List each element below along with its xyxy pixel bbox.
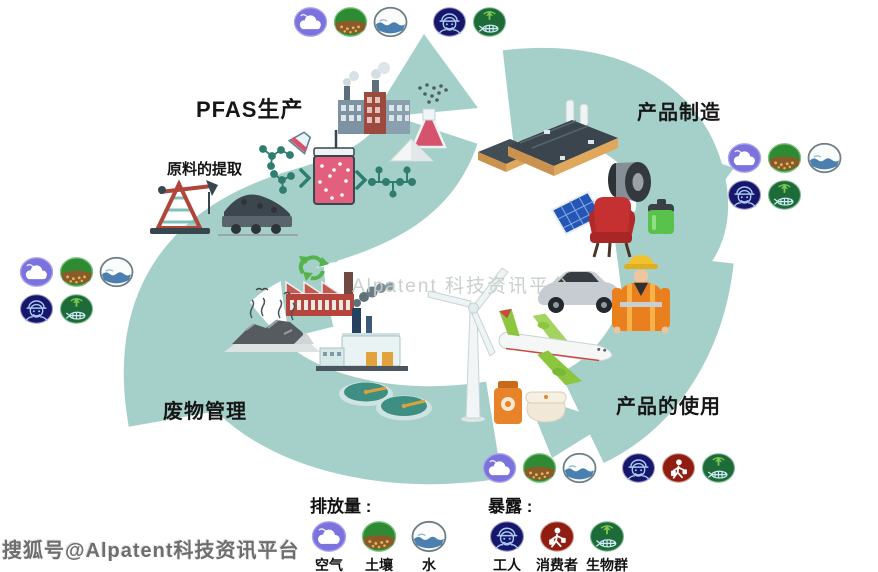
worker-icon (620, 452, 657, 484)
legend-item-worker: 工人 (484, 520, 530, 572)
legend-emissions-group: 排放量 : 空气 土壤 水 (306, 492, 452, 572)
waste-management-label: 废物管理 (163, 401, 247, 423)
legend-label-soil: 土壤 (365, 557, 393, 572)
biota-icon (700, 452, 737, 484)
legend-label-consumer: 消费者 (536, 557, 578, 572)
manufacturing-arrow (502, 47, 734, 310)
waste-exposure-group (18, 293, 135, 325)
legend: 排放量 : 空气 土壤 水 暴露 : 工人消费者生物群 (306, 492, 630, 572)
reaction-beaker-icon (313, 130, 355, 205)
polymer-chain-icon (368, 166, 416, 198)
particle-cloud-icon (418, 83, 448, 104)
legend-label-worker: 工人 (493, 557, 521, 572)
legend-exposure-title: 暴露 : (488, 497, 533, 516)
safety-worker-icon (612, 255, 670, 334)
wind-turbine-icon (427, 267, 509, 422)
air-icon (481, 452, 518, 484)
manufacturing-icon-cluster (726, 142, 843, 211)
manufacturing-emissions-group (726, 142, 843, 174)
chevron-1-icon (299, 168, 312, 188)
use-emissions-group (481, 452, 598, 484)
wire-spool-icon (608, 162, 651, 202)
waste-icon-cluster (18, 256, 135, 325)
coal-cart-icon (218, 194, 298, 236)
use-icon-cluster (481, 452, 737, 484)
soil-icon (58, 256, 95, 288)
car-icon (538, 271, 622, 313)
raw-extraction-label: 原料的提取 (167, 161, 243, 178)
use-exposure-group (620, 452, 737, 484)
biota-icon (471, 6, 508, 38)
consumer-icon (660, 452, 697, 484)
manufacturing-exposure-group (726, 179, 843, 211)
oil-derrick-icon (150, 179, 218, 234)
legend-exposure-group: 暴露 : 工人消费者生物群 (484, 492, 630, 572)
cosmetics-icon (494, 381, 567, 424)
legend-item-biota: 生物群 (584, 520, 630, 572)
pouring-flask-icon (287, 131, 312, 155)
airplane-icon (498, 308, 613, 386)
legend-label-water: 水 (422, 557, 436, 572)
production-icon-cluster (292, 6, 508, 38)
powder-pile-icon (388, 138, 435, 162)
consumer-icon (538, 520, 576, 553)
biota-icon (766, 179, 803, 211)
treatment-tanks-icon (339, 382, 432, 421)
worker-icon (18, 293, 55, 325)
soil-icon (360, 520, 398, 553)
production-exposure-group (431, 6, 508, 38)
soil-icon (332, 6, 369, 38)
legend-label-air: 空气 (315, 557, 343, 572)
soil-icon (521, 452, 558, 484)
product-use-label: 产品的使用 (616, 396, 721, 418)
chevron-2-icon (355, 170, 368, 190)
production-label: PFAS生产 (196, 97, 304, 122)
armchair-icon (588, 197, 636, 258)
molecules-icon (259, 145, 295, 194)
bottom-left-watermark: 搜狐号@Alpatent科技资讯平台 (2, 540, 300, 562)
air-icon (292, 6, 329, 38)
factory-icon (338, 62, 410, 134)
air-icon (310, 520, 348, 553)
incineration-plant-icon (316, 281, 408, 371)
worker-icon (488, 520, 526, 553)
legend-item-air: 空气 (306, 520, 352, 572)
water-icon (806, 142, 843, 174)
legend-item-soil: 土壤 (356, 520, 402, 572)
center-watermark: Alpatent 科技资讯平台 (352, 276, 571, 297)
legend-label-biota: 生物群 (586, 557, 628, 572)
battery-icon (648, 199, 674, 234)
water-icon (372, 6, 409, 38)
worker-icon (431, 6, 468, 38)
air-icon (726, 142, 763, 174)
erlenmeyer-flask-icon (411, 108, 447, 149)
worker-icon (726, 179, 763, 211)
air-icon (18, 256, 55, 288)
water-icon (561, 452, 598, 484)
water-icon (410, 520, 448, 553)
waste-emissions-group (18, 256, 135, 288)
water-icon (98, 256, 135, 288)
landfill-icon (224, 287, 320, 352)
biota-icon (58, 293, 95, 325)
legend-emissions-title: 排放量 : (310, 497, 372, 516)
legend-item-water: 水 (406, 520, 452, 572)
production-emissions-group (292, 6, 409, 38)
legend-item-consumer: 消费者 (534, 520, 580, 572)
soil-icon (766, 142, 803, 174)
isometric-factory-icon (478, 99, 618, 176)
recycle-icon (298, 255, 329, 281)
biota-icon (588, 520, 626, 553)
manufacturing-label: 产品制造 (637, 102, 721, 124)
recycling-plant-icon (285, 272, 354, 316)
